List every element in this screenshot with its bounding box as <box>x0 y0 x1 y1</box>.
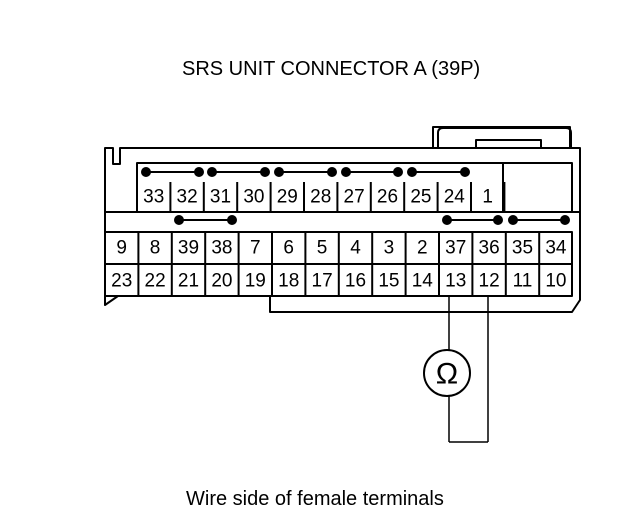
pin-12: 12 <box>479 271 500 292</box>
diagram-caption: Wire side of female terminals <box>186 488 444 510</box>
pin-24: 24 <box>444 187 466 208</box>
pin-9: 9 <box>116 238 127 259</box>
pin-22: 22 <box>145 271 166 292</box>
pin-20: 20 <box>211 271 232 292</box>
pin-35: 35 <box>512 238 533 259</box>
pin-39: 39 <box>178 238 199 259</box>
pin-7: 7 <box>250 238 261 259</box>
pin-4: 4 <box>350 238 361 259</box>
pin-8: 8 <box>150 238 161 259</box>
pin-38: 38 <box>211 238 232 259</box>
pin-21: 21 <box>178 271 199 292</box>
pin-23: 23 <box>111 271 132 292</box>
pin-36: 36 <box>479 238 500 259</box>
pin-28: 28 <box>310 187 331 208</box>
pin-34: 34 <box>545 238 567 259</box>
pin-29: 29 <box>277 187 298 208</box>
shorting-bars <box>141 167 570 225</box>
pin-19: 19 <box>245 271 266 292</box>
pin-6: 6 <box>283 238 294 259</box>
pin-17: 17 <box>312 271 333 292</box>
ohm-symbol: Ω <box>436 358 458 391</box>
diagram-title: SRS UNIT CONNECTOR A (39P) <box>182 58 481 80</box>
pin-2: 2 <box>417 238 428 259</box>
pin-11: 11 <box>513 271 533 292</box>
pin-15: 15 <box>378 271 399 292</box>
latch-tab <box>437 127 572 148</box>
pin-25: 25 <box>410 187 431 208</box>
pin-14: 14 <box>412 271 434 292</box>
pin-18: 18 <box>278 271 299 292</box>
pin-16: 16 <box>345 271 366 292</box>
pin-26: 26 <box>377 187 398 208</box>
pin-10: 10 <box>545 271 566 292</box>
ohmmeter <box>423 296 489 443</box>
pin-1: 1 <box>482 187 493 208</box>
pin-31: 31 <box>210 187 231 208</box>
pin-32: 32 <box>177 187 198 208</box>
pin-27: 27 <box>344 187 365 208</box>
pin-37: 37 <box>445 238 466 259</box>
pin-5: 5 <box>317 238 328 259</box>
pin-33: 33 <box>143 187 164 208</box>
pin-3: 3 <box>384 238 395 259</box>
pin-30: 30 <box>243 187 264 208</box>
pin-13: 13 <box>445 271 466 292</box>
